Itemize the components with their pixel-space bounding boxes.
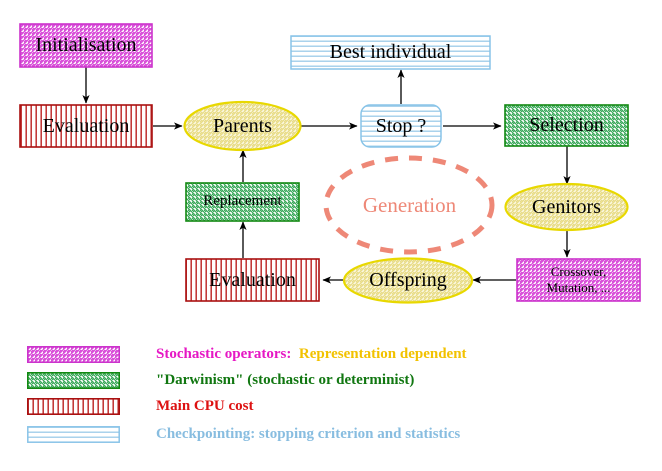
legend-row-cpu-cost: Main CPU cost [0, 394, 662, 419]
legend-label-checkpointing: Checkpointing: stopping criterion and st… [126, 409, 460, 460]
legend-label-cpu-cost-part1: Main CPU cost [156, 398, 254, 414]
node-best-individual [290, 35, 491, 70]
node-evaluation-bottom [185, 258, 320, 302]
legend-label-darwinism: "Darwinism" (stochastic or determinist) [126, 355, 414, 406]
legend-label-checkpointing-part1: Checkpointing: stopping criterion and st… [156, 426, 461, 442]
legend-label-stochastic: Stochastic operators: Representation dep… [126, 329, 467, 380]
node-evaluation-top [19, 104, 153, 148]
node-replacement [185, 182, 300, 222]
legend-row-darwinism: "Darwinism" (stochastic or determinist) [0, 368, 662, 393]
node-stop [360, 104, 442, 148]
legend-swatch-blue-icon [27, 426, 120, 443]
node-offspring [342, 257, 474, 304]
legend-label-cpu-cost: Main CPU cost [126, 381, 254, 432]
node-crossover-mutation [516, 258, 641, 302]
node-genitors [504, 182, 629, 232]
node-parents [183, 100, 302, 152]
legend-label-darwinism-part1: "Darwinism" (stochastic or determinist) [156, 372, 415, 388]
legend-label-stochastic-part1: Stochastic operators: [156, 346, 292, 362]
node-initialisation [19, 23, 153, 68]
legend-label-stochastic-part2: Representation dependent [291, 346, 467, 362]
legend-swatch-red-icon [27, 398, 120, 415]
node-generation-boundary [323, 155, 495, 255]
node-selection [504, 104, 629, 147]
legend-row-checkpointing: Checkpointing: stopping criterion and st… [0, 422, 662, 447]
legend: Stochastic operators: Representation dep… [0, 342, 662, 471]
legend-swatch-green-icon [27, 372, 120, 389]
legend-row-stochastic: Stochastic operators: Representation dep… [0, 342, 662, 367]
legend-swatch-magenta-icon [27, 346, 120, 363]
edge-layer [82, 67, 571, 284]
